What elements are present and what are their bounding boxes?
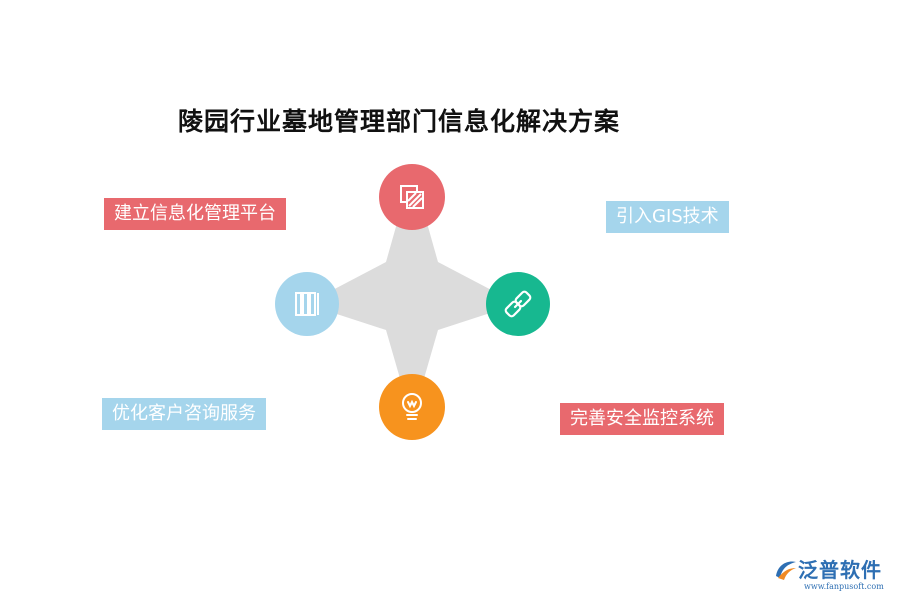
node-right: [486, 272, 550, 336]
star-shape: [306, 170, 518, 420]
node-bottom: [379, 374, 445, 440]
fanpu-logo-icon: [776, 561, 796, 580]
label-build-platform: 建立信息化管理平台: [104, 198, 286, 230]
label-customer-service: 优化客户咨询服务: [102, 398, 266, 430]
page-title: 陵园行业墓地管理部门信息化解决方案: [178, 107, 621, 136]
brand-logo: 泛普软件 www.fanpusoft.com: [772, 556, 894, 596]
node-top: [379, 164, 445, 230]
books-icon: [295, 292, 319, 316]
label-gis-tech: 引入GIS技术: [606, 201, 729, 233]
layers-icon: [400, 185, 424, 209]
logo-name: 泛普软件: [798, 558, 882, 582]
link-icon: [504, 290, 532, 318]
lightbulb-icon: [402, 393, 422, 420]
logo-url: www.fanpusoft.com: [804, 582, 884, 591]
label-security-monitor: 完善安全监控系统: [560, 403, 724, 435]
node-left: [275, 272, 339, 336]
